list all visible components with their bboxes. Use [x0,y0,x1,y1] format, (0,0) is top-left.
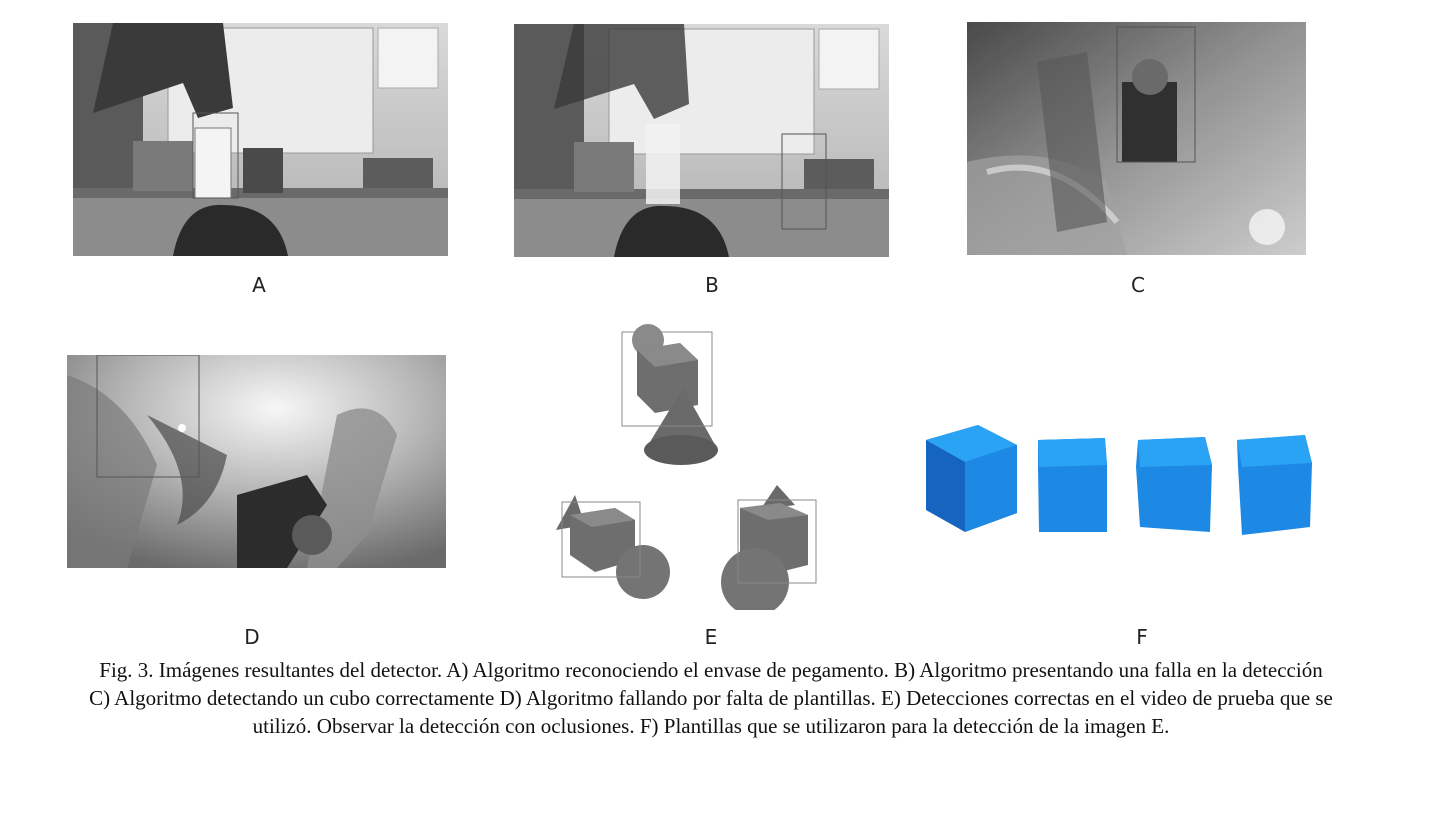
panel-e-image [540,320,830,610]
panel-f-image [920,415,1320,545]
panel-b-label: B [705,273,719,297]
panel-a-label: A [252,273,266,297]
panel-d-label: D [244,625,260,649]
panel-f-label: F [1136,625,1148,649]
panel-e-label: E [704,625,718,649]
panel-d-image [67,355,446,568]
caption-line-3: utilizó. Observar la detección con oclus… [252,714,1170,738]
panel-b-image [514,24,889,257]
panel-c-image [967,22,1306,255]
panel-a-image [73,23,448,256]
figure-caption: Fig. 3. Imágenes resultantes del detecto… [0,656,1422,740]
caption-line-2: C) Algoritmo detectando un cubo correcta… [89,686,1333,710]
caption-line-1: Fig. 3. Imágenes resultantes del detecto… [99,658,1323,682]
panel-c-label: C [1131,273,1145,297]
